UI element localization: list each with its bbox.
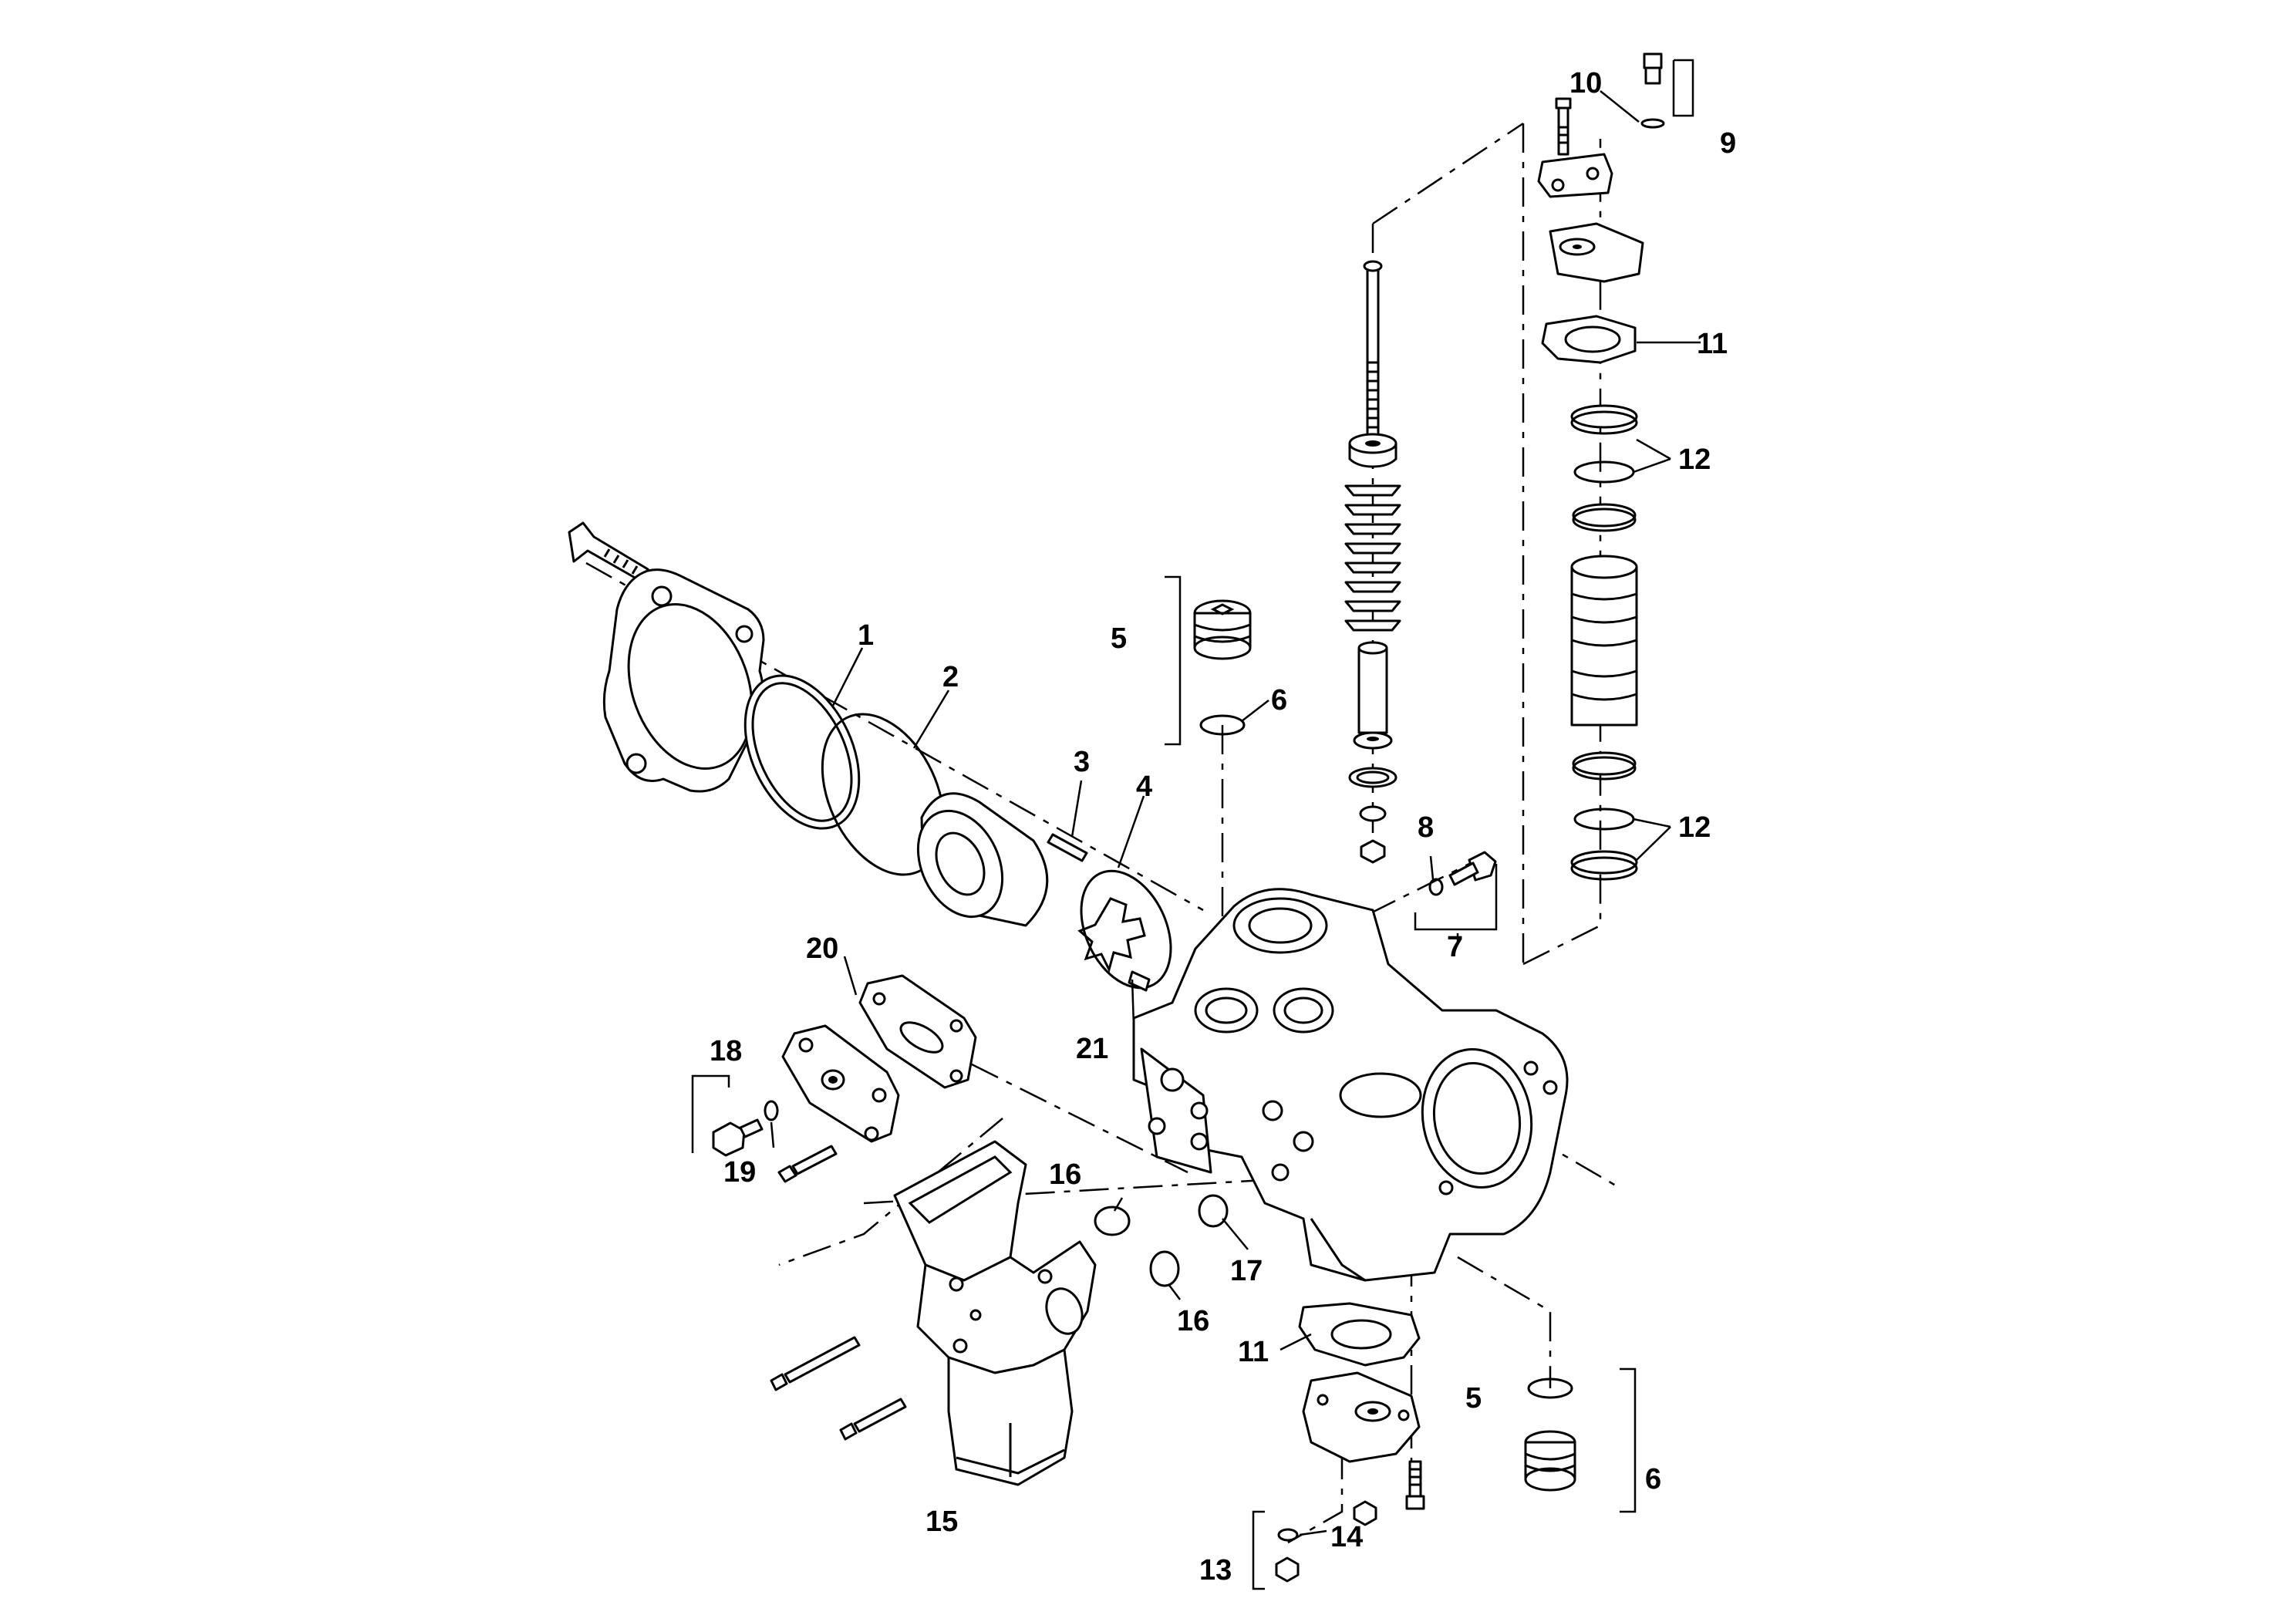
gasket-11-bottom	[1298, 1302, 1421, 1367]
gerotor-housing	[916, 792, 1049, 927]
callout-8: 8	[1418, 811, 1434, 844]
center-lines	[585, 122, 1620, 1544]
key-21	[1128, 970, 1151, 992]
drain-plug-13	[1275, 1556, 1300, 1583]
oring-8	[1428, 878, 1444, 896]
plug-5-top	[1193, 599, 1252, 660]
oring-5-bottom	[1527, 1378, 1573, 1399]
pin-3	[1047, 833, 1088, 862]
plug-10	[1640, 52, 1665, 129]
callout-2: 2	[942, 661, 959, 693]
gerotor-4	[1077, 869, 1172, 990]
callout-4: 4	[1136, 771, 1152, 803]
oring-16a	[1094, 1206, 1131, 1236]
callout-12-bottom: 12	[1678, 811, 1711, 844]
callout-17: 17	[1230, 1255, 1263, 1287]
cover-bolt-9	[1555, 97, 1572, 156]
callout-21: 21	[1076, 1033, 1108, 1065]
small-washer	[1359, 805, 1387, 822]
plug-18	[712, 1118, 764, 1157]
bottom-cover	[1302, 1371, 1421, 1463]
callout-19: 19	[723, 1156, 756, 1189]
long-bolt	[1363, 260, 1383, 445]
callout-1: 1	[858, 619, 874, 652]
oring-17	[1198, 1194, 1229, 1228]
callout-11-top: 11	[1697, 328, 1728, 360]
filter-bolts	[770, 1336, 907, 1441]
hex-nut	[1360, 839, 1386, 864]
spring-seat	[1353, 731, 1393, 750]
bracket-9	[1672, 59, 1694, 117]
callout-10: 10	[1569, 67, 1602, 99]
adapter-plate	[781, 1024, 900, 1143]
callout-9: 9	[1720, 127, 1736, 160]
callout-11-bottom: 11	[1238, 1336, 1269, 1368]
hex-nut-bottom	[1353, 1500, 1377, 1526]
snap-ring	[1348, 767, 1397, 788]
spool	[1570, 555, 1638, 727]
bracket-18	[691, 1074, 730, 1153]
rear-cover-bolt	[568, 521, 649, 583]
bracket-6-bottom	[1620, 1367, 1637, 1513]
callout-labels: 1 2 3 4 5 6 7 8 9 10 11 12 12 13 14 15 1…	[710, 67, 1736, 1587]
callout-6-top: 6	[1271, 684, 1287, 717]
callout-15: 15	[925, 1506, 958, 1538]
gasket-11-top	[1541, 315, 1637, 364]
brackets	[691, 59, 1694, 1590]
top-cover-plate	[1537, 153, 1613, 198]
gasket-20	[858, 974, 977, 1089]
oring-6-top	[1199, 714, 1246, 736]
end-cap	[1549, 222, 1644, 283]
rings-12-top	[1570, 404, 1638, 532]
callout-12-top: 12	[1678, 443, 1711, 476]
callout-18: 18	[710, 1035, 742, 1067]
plug-7	[1448, 851, 1497, 886]
rings-12-bottom	[1570, 751, 1638, 881]
plug-7-axis	[1368, 862, 1470, 916]
callout-5-bottom: 5	[1465, 1382, 1482, 1415]
bracket-7	[1414, 864, 1498, 931]
main-housing	[1132, 888, 1569, 1282]
filter-axis	[778, 1118, 1003, 1266]
leader-lines	[770, 90, 1701, 1536]
seal-ring-1	[743, 674, 861, 830]
rear-end-cover	[602, 568, 765, 793]
spacer-tube	[1357, 641, 1388, 734]
oring-19	[764, 1100, 779, 1121]
oring-14	[1277, 1528, 1299, 1542]
callout-13: 13	[1199, 1554, 1232, 1587]
callout-16-lower: 16	[1177, 1305, 1209, 1337]
callout-16-upper: 16	[1049, 1158, 1081, 1191]
valve-seat	[1348, 433, 1397, 468]
oring-16b	[1149, 1250, 1180, 1287]
bracket-5-top	[1165, 575, 1182, 746]
callout-3: 3	[1074, 746, 1090, 778]
plug-6-bottom	[1524, 1430, 1576, 1492]
callout-7: 7	[1447, 931, 1463, 963]
callout-20: 20	[806, 932, 838, 965]
callout-5-top: 5	[1111, 622, 1127, 655]
bottom-plug-axis	[1457, 1256, 1552, 1388]
filter-assembly-15	[893, 1140, 1097, 1486]
valve-top-link	[1372, 122, 1524, 225]
right-stack-axis	[1522, 139, 1602, 966]
adapter-axis	[971, 1063, 1188, 1174]
spring-stack	[1344, 484, 1401, 632]
callout-6-bottom: 6	[1645, 1463, 1661, 1496]
gasket-2	[821, 713, 946, 876]
callout-14: 14	[1330, 1521, 1363, 1553]
bottom-bolt	[1405, 1460, 1425, 1510]
adapter-bolt	[777, 1145, 838, 1183]
bracket-13	[1252, 1510, 1265, 1590]
